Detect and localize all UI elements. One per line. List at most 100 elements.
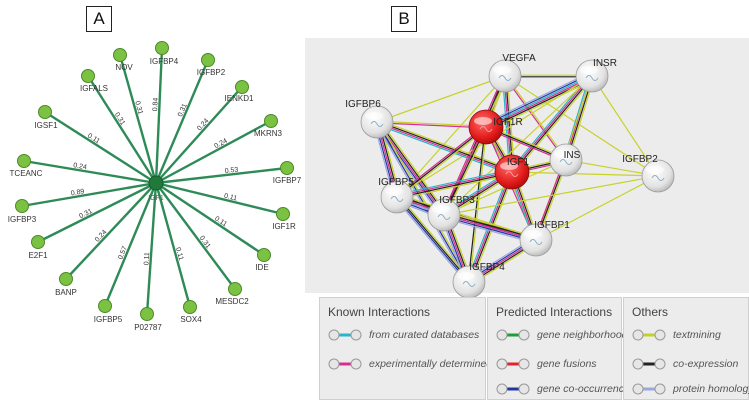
structure-glyph bbox=[437, 214, 451, 220]
interaction-edge bbox=[512, 76, 594, 173]
interaction-edge bbox=[394, 198, 468, 284]
hub-node[interactable] bbox=[148, 175, 164, 191]
protein-label: IGFBP3 bbox=[439, 195, 475, 206]
legend-swatch-homology bbox=[632, 383, 666, 395]
structure-glyph bbox=[651, 175, 665, 181]
edge-line bbox=[44, 110, 157, 185]
structure-glyph bbox=[479, 126, 493, 132]
protein-label: IGFBP1 bbox=[534, 220, 570, 231]
interaction-edge bbox=[487, 79, 594, 132]
network-node[interactable] bbox=[155, 41, 169, 55]
protein-label: IGF1 bbox=[507, 157, 530, 168]
legend-others: Others textmining co-expression protein … bbox=[623, 297, 749, 400]
interaction-edge bbox=[379, 119, 448, 214]
legend-predicted-title: Predicted Interactions bbox=[496, 305, 613, 319]
interaction-edge bbox=[444, 76, 508, 216]
interaction-edge bbox=[375, 122, 469, 284]
structure-glyph bbox=[559, 159, 573, 165]
edge-line bbox=[118, 54, 158, 184]
interaction-edge bbox=[397, 172, 513, 199]
interaction-edge bbox=[443, 75, 506, 216]
protein-node[interactable] bbox=[488, 59, 522, 93]
legend-item: co-expression bbox=[632, 356, 738, 372]
interaction-edge bbox=[513, 77, 595, 174]
protein-label: VEGFA bbox=[502, 53, 536, 64]
protein-label: IGFBP4 bbox=[469, 262, 505, 273]
node-label: IGFBP4 bbox=[150, 57, 179, 66]
protein-node[interactable] bbox=[360, 105, 394, 139]
interaction-edge bbox=[396, 170, 512, 197]
node-highlight bbox=[457, 272, 475, 280]
edge-score-label: 0.24 bbox=[73, 162, 88, 171]
network-node[interactable] bbox=[38, 105, 52, 119]
node-label: IGFBP7 bbox=[273, 176, 302, 185]
legend-label: textmining bbox=[673, 329, 721, 341]
legend-label: co-expression bbox=[673, 358, 739, 370]
network-node[interactable] bbox=[17, 154, 31, 168]
edge-line bbox=[154, 182, 192, 308]
node-highlight bbox=[554, 150, 572, 158]
interaction-edge bbox=[377, 120, 446, 215]
network-node[interactable] bbox=[81, 69, 95, 83]
structure-glyph bbox=[529, 239, 543, 245]
edge-score-label: 0.11 bbox=[143, 252, 151, 266]
edge-line bbox=[154, 59, 210, 184]
legend-label: gene neighborhood bbox=[537, 329, 628, 341]
network-node[interactable] bbox=[98, 299, 112, 313]
structure-glyph bbox=[390, 196, 404, 202]
interaction-edge bbox=[377, 120, 513, 172]
interaction-edge bbox=[376, 122, 512, 174]
legend-label: experimentally determined bbox=[369, 358, 493, 370]
edge-score-label: 0.57 bbox=[117, 245, 129, 260]
edge-line bbox=[65, 182, 157, 280]
legend-swatch-experimental bbox=[328, 358, 362, 370]
legend-known-title: Known Interactions bbox=[328, 305, 431, 319]
network-node[interactable] bbox=[113, 48, 127, 62]
interaction-edge bbox=[510, 75, 592, 172]
network-node[interactable] bbox=[264, 114, 278, 128]
node-label: IGFBP5 bbox=[94, 315, 123, 324]
interaction-edge bbox=[467, 126, 486, 282]
edge-line bbox=[37, 181, 157, 244]
node-label: TCEANC bbox=[10, 169, 43, 178]
network-node[interactable] bbox=[280, 161, 294, 175]
legend-swatch-fusions bbox=[496, 358, 530, 370]
edge-line bbox=[145, 182, 158, 315]
protein-label: IGF1R bbox=[493, 117, 522, 128]
interaction-edge bbox=[591, 75, 659, 177]
network-node[interactable] bbox=[140, 307, 154, 321]
network-node[interactable] bbox=[183, 300, 197, 314]
edge-score-label: 0.31 bbox=[133, 100, 143, 115]
legend-predicted-interactions: Predicted Interactions gene neighborhood… bbox=[487, 297, 630, 400]
legend-label: gene fusions bbox=[537, 358, 597, 370]
network-node[interactable] bbox=[257, 248, 271, 262]
legend-swatch-neighborhood bbox=[496, 329, 530, 341]
network-node[interactable] bbox=[201, 53, 215, 67]
node-label: BANP bbox=[55, 288, 77, 297]
network-node[interactable] bbox=[228, 282, 242, 296]
node-label: SOX4 bbox=[180, 315, 202, 324]
network-node[interactable] bbox=[59, 272, 73, 286]
panel-a-label: A bbox=[86, 6, 112, 32]
edge-layer bbox=[21, 47, 288, 315]
panel-b-label: B bbox=[391, 6, 417, 32]
network-node[interactable] bbox=[276, 207, 290, 221]
legend-label: gene co-occurrence bbox=[537, 383, 630, 395]
edge-score-label: 0.11 bbox=[174, 247, 184, 262]
network-node[interactable] bbox=[31, 235, 45, 249]
edge-line bbox=[155, 182, 265, 256]
edge-line bbox=[86, 75, 158, 184]
network-node[interactable] bbox=[235, 80, 249, 94]
node-label: IGFALS bbox=[80, 84, 108, 93]
network-node[interactable] bbox=[15, 199, 29, 213]
interaction-edge bbox=[486, 76, 593, 129]
legend-item: textmining bbox=[632, 327, 721, 343]
structure-glyph bbox=[585, 75, 599, 81]
protein-label: IGFBP2 bbox=[622, 154, 658, 165]
node-highlight bbox=[385, 187, 403, 195]
interaction-edge bbox=[504, 75, 659, 177]
node-label: IGFBP2 bbox=[197, 68, 226, 77]
node-label: IENKD1 bbox=[225, 94, 254, 103]
interaction-edge bbox=[443, 175, 659, 216]
